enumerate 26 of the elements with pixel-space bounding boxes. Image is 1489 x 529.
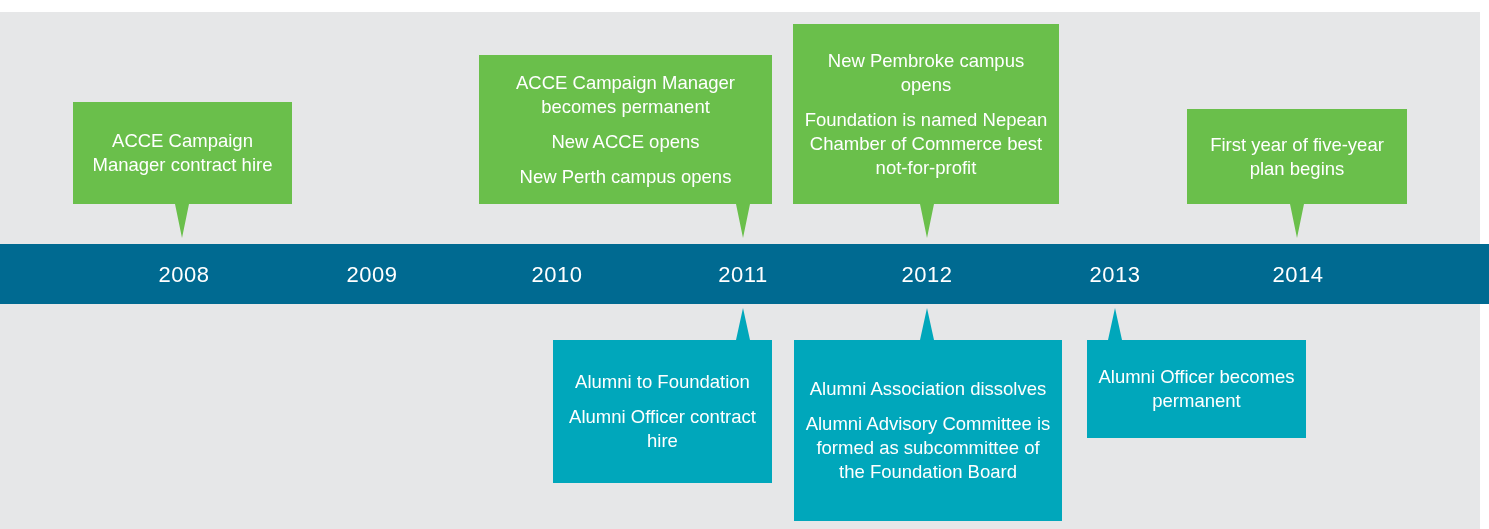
callout-box (1087, 308, 1306, 438)
callout-text: New Pembroke campus opens (826, 48, 1026, 97)
callout-text: Alumni to Foundation (574, 370, 751, 394)
callout-box (553, 308, 772, 483)
callout-box (793, 24, 1059, 238)
callout-text: Alumni Advisory Committee is formed as subcommittee of the Foundation Board (804, 412, 1052, 484)
callout-text: Alumni Officer becomes permanent (1097, 365, 1296, 413)
year-label: 2013 (1088, 262, 1142, 288)
callout-text: Foundation is named Nepean Chamber of Commerce best not-for-profit (803, 107, 1049, 180)
callout-text: Alumni Association dissolves (808, 377, 1048, 401)
callout-box (479, 55, 772, 238)
year-label: 2011 (717, 262, 769, 288)
callout-text: New Perth campus opens (518, 164, 733, 189)
callout-text: ACCE Campaign Manager contract hire (91, 129, 274, 177)
callout-box (1187, 109, 1407, 238)
callout-box (73, 102, 292, 238)
year-label: 2008 (157, 262, 211, 288)
year-label: 2014 (1271, 262, 1325, 288)
callout-box (794, 308, 1062, 521)
callout-text: New ACCE opens (550, 129, 701, 154)
year-label: 2010 (530, 262, 584, 288)
year-label: 2009 (345, 262, 399, 288)
callout-text: First year of five-year plan begins (1209, 132, 1385, 181)
callout-text: ACCE Campaign Manager becomes permanent (515, 70, 736, 119)
year-label: 2012 (900, 262, 954, 288)
callout-text: Alumni Officer contract hire (568, 405, 757, 453)
